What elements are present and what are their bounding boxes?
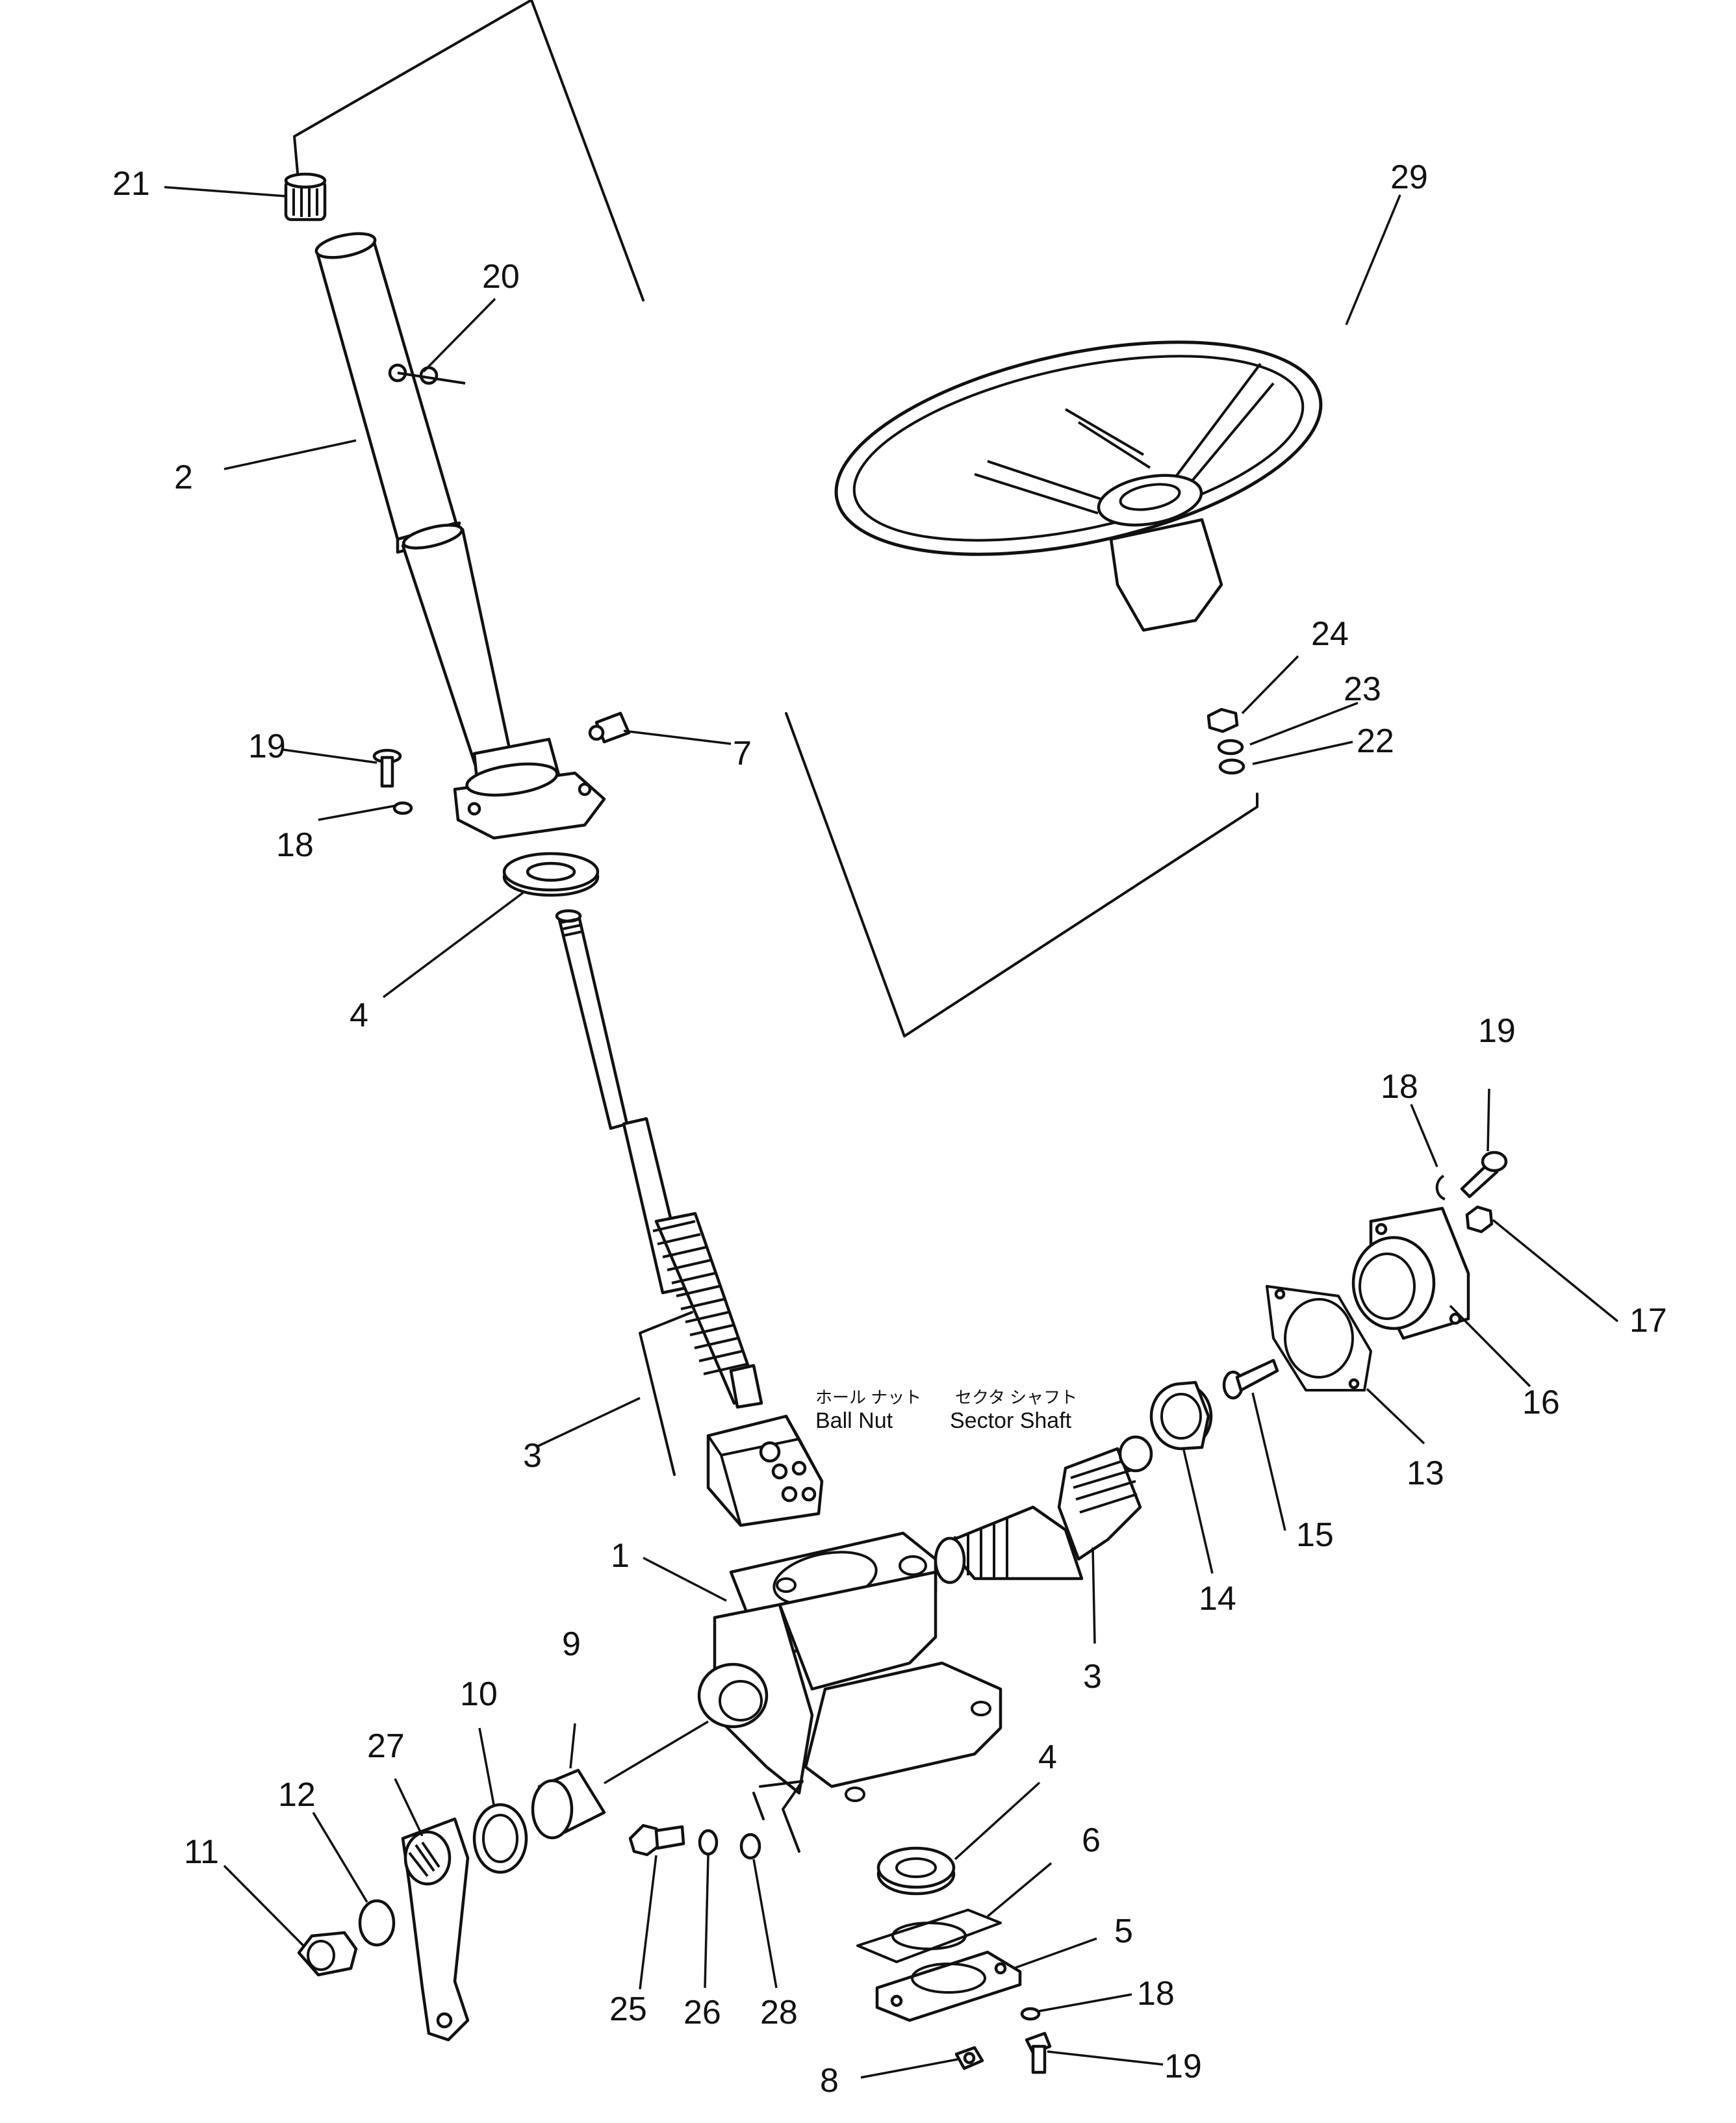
- lock-washer-upper: [392, 801, 413, 815]
- worm-shaft: [555, 909, 763, 1409]
- wire-clip: [388, 363, 466, 385]
- drain-bolt: [628, 1824, 685, 1857]
- bolt-lower: [1025, 2031, 1052, 2074]
- label-part-2: 2: [174, 459, 193, 496]
- grease-plug: [588, 711, 631, 744]
- label-part-23: 23: [1344, 670, 1381, 708]
- assembly-bracket-lines: [293, 0, 1258, 1037]
- upper-bushing: [284, 172, 327, 222]
- label-part-19-right: 19: [1478, 1012, 1516, 1050]
- part-number-labels: 21 20 2 7 19 18 4 3 29 24 23 22 19 18 17…: [112, 159, 1667, 2100]
- label-part-12: 12: [278, 1776, 316, 1814]
- ball-bearing-lower: [876, 1846, 956, 1896]
- ball-bearing-upper: [502, 852, 600, 897]
- o-ring-washer: [739, 1833, 761, 1860]
- lock-nut: [297, 1931, 358, 1977]
- needle-bushing: [531, 1768, 606, 1840]
- side-cover: [1351, 1206, 1470, 1340]
- lock-washer-lower: [1020, 2007, 1041, 2021]
- label-part-10: 10: [460, 1675, 498, 1713]
- label-part-13: 13: [1407, 1455, 1444, 1492]
- label-part-14: 14: [1199, 1580, 1236, 1618]
- label-part-9: 9: [562, 1625, 581, 1663]
- grease-fitting: [954, 2046, 984, 2070]
- sector-shaft-caption-en: Sector Shaft: [950, 1408, 1072, 1433]
- shaft-group-bracket: [639, 1311, 693, 1476]
- label-part-4-lower: 4: [1038, 1738, 1057, 1776]
- cover-fasteners-right: [1435, 1150, 1508, 1234]
- label-part-3-upper: 3: [523, 1437, 542, 1475]
- label-part-20: 20: [482, 258, 520, 296]
- ball-nut-caption-jp: ホール ナット: [815, 1388, 921, 1407]
- sector-shaft-caption-jp: セクタ シャフト: [955, 1388, 1077, 1407]
- label-part-29: 29: [1390, 159, 1428, 196]
- label-part-22: 22: [1357, 722, 1394, 760]
- label-part-18-lower: 18: [1137, 1975, 1175, 2013]
- leader-lines: [164, 186, 1619, 2079]
- needle-bearing: [1149, 1380, 1213, 1451]
- label-part-28: 28: [760, 1994, 798, 2031]
- label-part-3-lower: 3: [1083, 1658, 1102, 1696]
- ball-nut-caption-en: Ball Nut: [815, 1408, 893, 1433]
- label-part-11: 11: [184, 1833, 219, 1871]
- label-part-24: 24: [1311, 615, 1349, 653]
- wheel-hub-fasteners: [1206, 707, 1245, 775]
- gear-housing: [697, 1531, 1002, 1853]
- label-part-26: 26: [683, 1994, 721, 2031]
- label-part-16: 16: [1522, 1384, 1560, 1421]
- housing-alignment-line: [604, 1720, 709, 1785]
- sector-shaft: [934, 1435, 1153, 1584]
- label-part-18-upper: 18: [276, 826, 314, 864]
- label-part-21: 21: [112, 165, 150, 203]
- label-part-19-upper: 19: [248, 728, 286, 765]
- roller-bearing: [472, 1803, 528, 1874]
- label-part-7: 7: [733, 735, 752, 772]
- label-part-8: 8: [820, 2062, 839, 2100]
- bolt-upper: [372, 748, 402, 788]
- label-part-5: 5: [1114, 1913, 1133, 1950]
- steering-column-tube: [314, 232, 606, 840]
- pitman-arm: [401, 1817, 470, 2042]
- lower-gasket: [856, 1909, 1002, 1963]
- adjuster-bolt: [1222, 1358, 1279, 1400]
- label-part-17: 17: [1629, 1302, 1667, 1340]
- plain-washer: [358, 1899, 396, 1947]
- steering-wheel: [834, 340, 1323, 632]
- label-part-1: 1: [611, 1537, 630, 1575]
- component-captions: ホール ナット Ball Nut セクタ シャフト Sector Shaft: [815, 1388, 1077, 1433]
- label-part-4-upper: 4: [350, 997, 368, 1034]
- label-part-27: 27: [367, 1727, 405, 1765]
- lower-cover: [875, 1950, 1022, 2022]
- label-part-6: 6: [1082, 1822, 1101, 1859]
- housing-gasket: [1266, 1285, 1372, 1392]
- label-part-25: 25: [609, 1990, 647, 2028]
- snap-ring: [698, 1829, 719, 1856]
- ball-nut-block: [706, 1414, 824, 1527]
- label-part-15: 15: [1296, 1516, 1334, 1554]
- label-part-18-right: 18: [1381, 1068, 1418, 1106]
- label-part-19-lower: 19: [1164, 2048, 1202, 2085]
